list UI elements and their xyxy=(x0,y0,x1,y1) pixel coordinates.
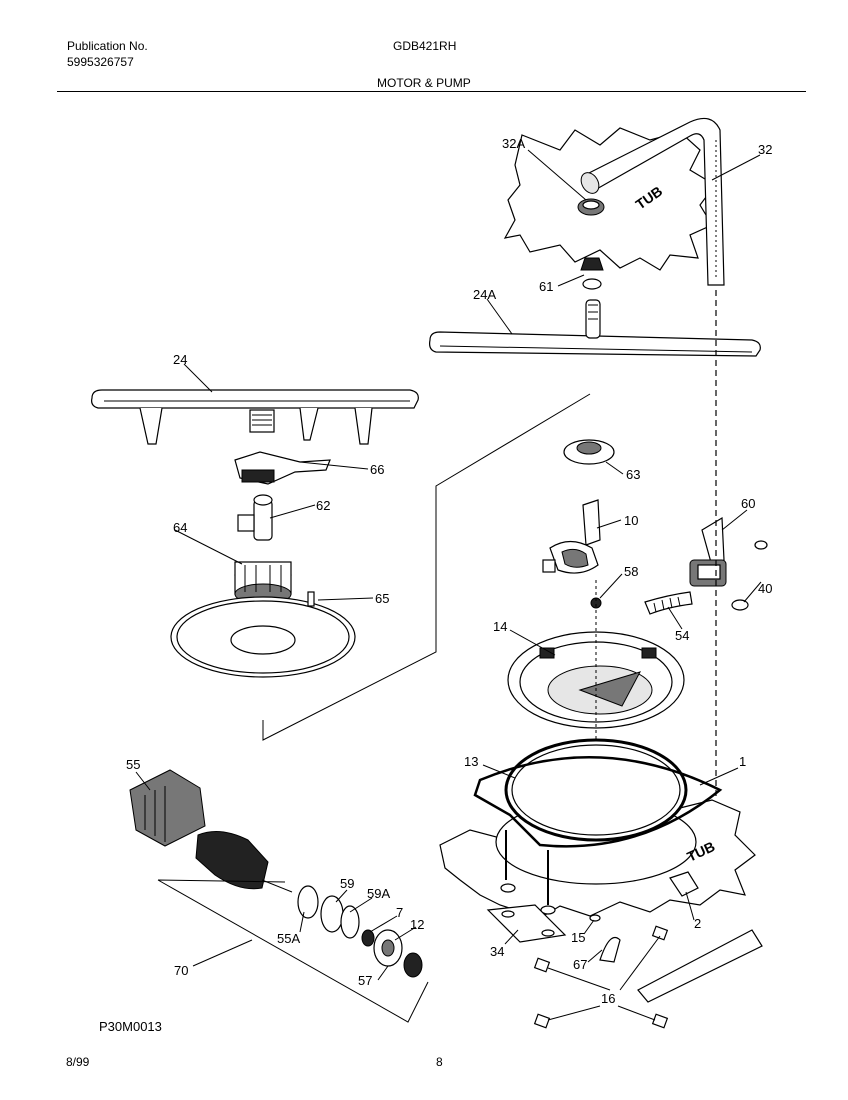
callout-24a: 24A xyxy=(473,287,496,302)
callout-13: 13 xyxy=(464,754,478,769)
callout-1: 1 xyxy=(739,754,746,769)
wash-arm-support-66 xyxy=(234,451,331,485)
valve-60 xyxy=(689,516,768,611)
motor-seal-parts xyxy=(297,885,423,978)
callout-34: 34 xyxy=(490,944,504,959)
callout-labels: 32A 32 61 24A 24 66 63 62 10 64 65 58 60… xyxy=(126,136,772,1006)
callout-40: 40 xyxy=(758,581,772,596)
motor-bracket-55 xyxy=(129,769,206,847)
nut-61 xyxy=(580,257,604,290)
heater-1 xyxy=(473,756,723,905)
upper-spray-arm-24a xyxy=(429,299,761,357)
leader-lines xyxy=(135,149,762,1021)
page-number: 8 xyxy=(436,1055,443,1069)
heater-nuts-34 xyxy=(486,883,567,943)
gasket-32a xyxy=(577,198,605,216)
tub-wall-upper: TUB xyxy=(503,127,716,271)
callout-55a: 55A xyxy=(277,931,300,946)
model-number: GDB421RH xyxy=(393,39,457,53)
publication-number: 5995326757 xyxy=(67,55,134,69)
publication-label: Publication No. xyxy=(67,39,148,53)
filter-64 xyxy=(234,561,292,605)
callout-67: 67 xyxy=(573,957,587,972)
tower-62 xyxy=(237,494,273,541)
drain-tube xyxy=(637,929,763,1003)
lower-spray-arm-24 xyxy=(91,389,419,445)
callout-66: 66 xyxy=(370,462,384,477)
callout-58: 58 xyxy=(624,564,638,579)
clips-16 xyxy=(533,925,669,1029)
section-title: MOTOR & PUMP xyxy=(377,76,471,90)
callout-32a: 32A xyxy=(502,136,525,151)
callout-65: 65 xyxy=(375,591,389,606)
callout-70: 70 xyxy=(174,963,188,978)
callout-32: 32 xyxy=(758,142,772,157)
bracket-2 xyxy=(669,871,699,897)
callout-63: 63 xyxy=(626,467,640,482)
drain-hose-67 xyxy=(589,914,621,963)
callout-10: 10 xyxy=(624,513,638,528)
callout-14: 14 xyxy=(493,619,507,634)
pump-housing-10 xyxy=(542,499,601,574)
callout-64: 64 xyxy=(173,520,187,535)
supply-tube-32 xyxy=(580,117,725,286)
header-divider xyxy=(57,91,806,92)
callout-60: 60 xyxy=(741,496,755,511)
date-code: 8/99 xyxy=(66,1055,90,1069)
callout-12: 12 xyxy=(410,917,424,932)
motor-70 xyxy=(195,830,293,893)
hose-54 xyxy=(644,591,693,615)
motor-bracket-outline xyxy=(157,879,429,1023)
callout-16: 16 xyxy=(601,991,615,1006)
assembly-bracket xyxy=(262,393,591,741)
callout-15: 15 xyxy=(571,930,585,945)
callout-59: 59 xyxy=(340,876,354,891)
seal-63 xyxy=(563,439,615,465)
tub-wall-lower: TUB xyxy=(439,799,756,919)
callout-7: 7 xyxy=(396,905,403,920)
callout-24: 24 xyxy=(173,352,187,367)
callout-57: 57 xyxy=(358,973,372,988)
gasket-13 xyxy=(504,738,688,842)
callout-55: 55 xyxy=(126,757,140,772)
filter-screen-65 xyxy=(170,591,356,678)
callout-61: 61 xyxy=(539,279,553,294)
callout-62: 62 xyxy=(316,498,330,513)
callout-59a: 59A xyxy=(367,886,390,901)
callout-2: 2 xyxy=(694,916,701,931)
callout-54: 54 xyxy=(675,628,689,643)
diagram-code: P30M0013 xyxy=(99,1019,162,1034)
